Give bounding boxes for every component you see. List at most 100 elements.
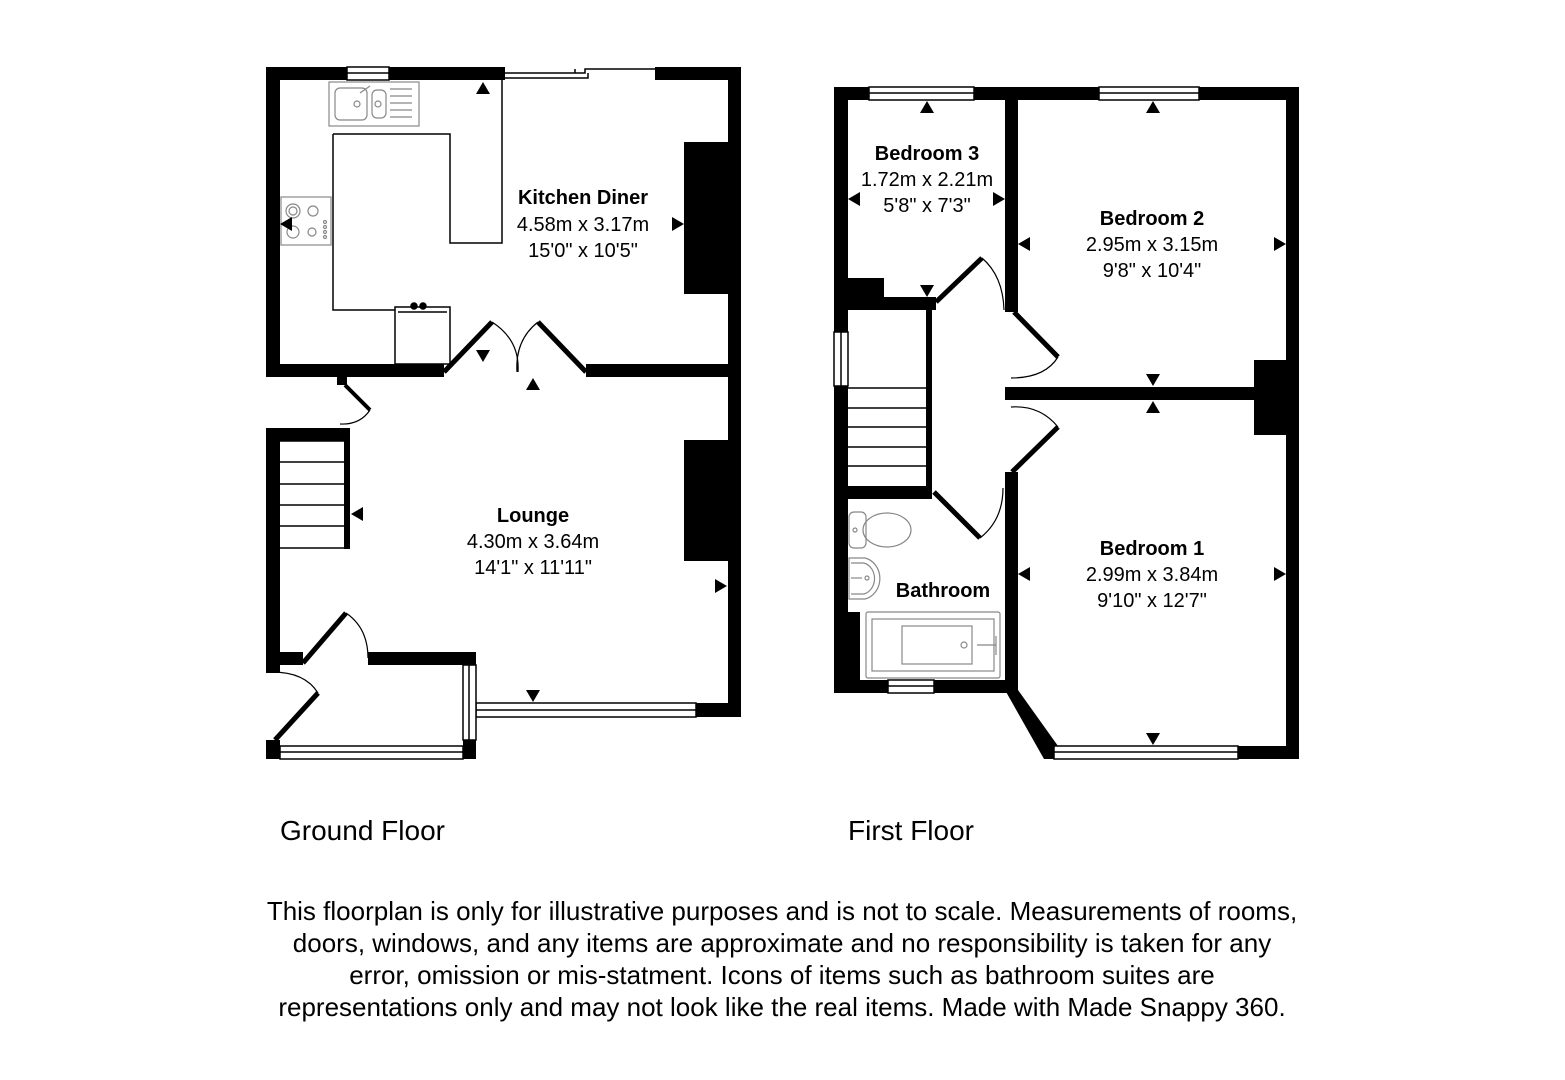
wall (934, 680, 1018, 693)
staircase (848, 387, 926, 467)
wall (1005, 87, 1018, 312)
wall (1005, 387, 1255, 400)
room-dimensions-metric: 1.72m x 2.21m (861, 169, 993, 191)
arrow-up-icon (526, 378, 540, 390)
arrow-left-icon (351, 507, 363, 521)
room-name: Bedroom 3 (875, 143, 979, 165)
arrow-right-icon (672, 217, 684, 231)
arrow-right-icon (993, 192, 1005, 206)
door (1012, 310, 1060, 359)
room-dimensions-metric: 2.99m x 3.84m (1086, 564, 1218, 586)
wall (266, 67, 347, 80)
wall (1286, 87, 1299, 759)
chimney-breast (684, 440, 728, 561)
ground-floor-plan (266, 67, 741, 759)
wall (974, 87, 1099, 100)
wall (368, 652, 476, 665)
arrow-right-icon (1274, 567, 1286, 581)
sliding-door (505, 68, 655, 79)
wall (1199, 87, 1299, 100)
wall (848, 612, 860, 682)
wall (266, 652, 303, 665)
sink-icon (328, 81, 420, 127)
bathroom-fittings (848, 511, 1001, 679)
room-dimensions-imperial: 9'8" x 10'4" (1103, 260, 1202, 282)
arrow-down-icon (1146, 733, 1160, 745)
wall (1238, 746, 1299, 759)
ground-floor-windows (279, 66, 697, 760)
toilet-icon (848, 511, 912, 549)
room-dimensions-metric: 2.95m x 3.15m (1086, 234, 1218, 256)
ground-floor-label: Ground Floor (280, 815, 445, 846)
appliance (394, 306, 451, 365)
wall (834, 386, 848, 693)
double-door (536, 320, 588, 374)
room-name: Lounge (497, 505, 569, 527)
wall (586, 364, 741, 377)
room-dimensions-imperial: 9'10" x 12'7" (1097, 590, 1207, 612)
room-label-kitchen-diner: Kitchen Diner 4.58m x 3.17m 15'0" x 10'5… (517, 187, 649, 262)
arrow-left-icon (280, 217, 292, 231)
arrow-right-icon (1274, 237, 1286, 251)
front-door (301, 611, 348, 665)
wall (344, 428, 350, 549)
dimension-arrows (848, 101, 1286, 745)
door (934, 256, 984, 304)
arrow-left-icon (1018, 567, 1030, 581)
wall (1005, 472, 1018, 690)
wall (337, 377, 347, 385)
wall (834, 87, 848, 332)
room-label-bedroom-3: Bedroom 3 1.72m x 2.21m 5'8" x 7'3" (861, 143, 993, 217)
wall (848, 297, 936, 310)
worktop (333, 80, 503, 244)
room-name: Bathroom (896, 580, 990, 602)
wall (696, 703, 741, 717)
first-floor-windows (833, 86, 1239, 760)
double-door (442, 320, 494, 374)
room-name: Kitchen Diner (518, 187, 648, 209)
wall (1044, 746, 1054, 759)
wall (266, 364, 444, 377)
wall (266, 428, 350, 441)
hob-icon (280, 196, 332, 246)
disclaimer-text: This floorplan is only for illustrative … (266, 896, 1298, 1022)
door (1010, 425, 1060, 474)
porch-door (273, 691, 320, 742)
first-floor-plan (834, 87, 1299, 759)
bay-wall (1005, 690, 1058, 759)
first-floor-label: First Floor (848, 815, 974, 846)
arrow-left-icon (1018, 237, 1030, 251)
arrow-down-icon (1146, 374, 1160, 386)
room-dimensions-imperial: 15'0" x 10'5" (528, 240, 638, 262)
room-dimensions-imperial: 5'8" x 7'3" (883, 195, 970, 217)
wall (728, 67, 741, 717)
room-label-lounge: Lounge 4.30m x 3.64m 14'1" x 11'11" (467, 505, 599, 579)
worktop (332, 134, 395, 311)
wall (266, 740, 280, 759)
door (932, 490, 982, 540)
room-label-bathroom: Bathroom (896, 580, 990, 602)
wall (389, 67, 505, 80)
room-name: Bedroom 2 (1100, 208, 1204, 230)
room-dimensions-metric: 4.58m x 3.17m (517, 214, 649, 236)
wall (848, 486, 932, 499)
first-floor-doors (932, 256, 1060, 540)
bath-icon (865, 611, 1001, 679)
wall (848, 278, 884, 298)
basin-icon (848, 557, 881, 600)
arrow-down-icon (526, 690, 540, 702)
arrow-up-icon (1146, 401, 1160, 413)
arrow-up-icon (920, 101, 934, 113)
wall (463, 740, 476, 759)
chimney-breast (684, 142, 728, 294)
wall (926, 297, 932, 497)
kitchen-fittings (332, 80, 503, 365)
arrow-right-icon (715, 579, 727, 593)
arrow-up-icon (476, 82, 490, 94)
wall (834, 680, 888, 693)
arrow-left-icon (848, 192, 860, 206)
chimney-breast (1254, 360, 1286, 435)
arrow-down-icon (920, 285, 934, 297)
room-name: Bedroom 1 (1100, 538, 1204, 560)
